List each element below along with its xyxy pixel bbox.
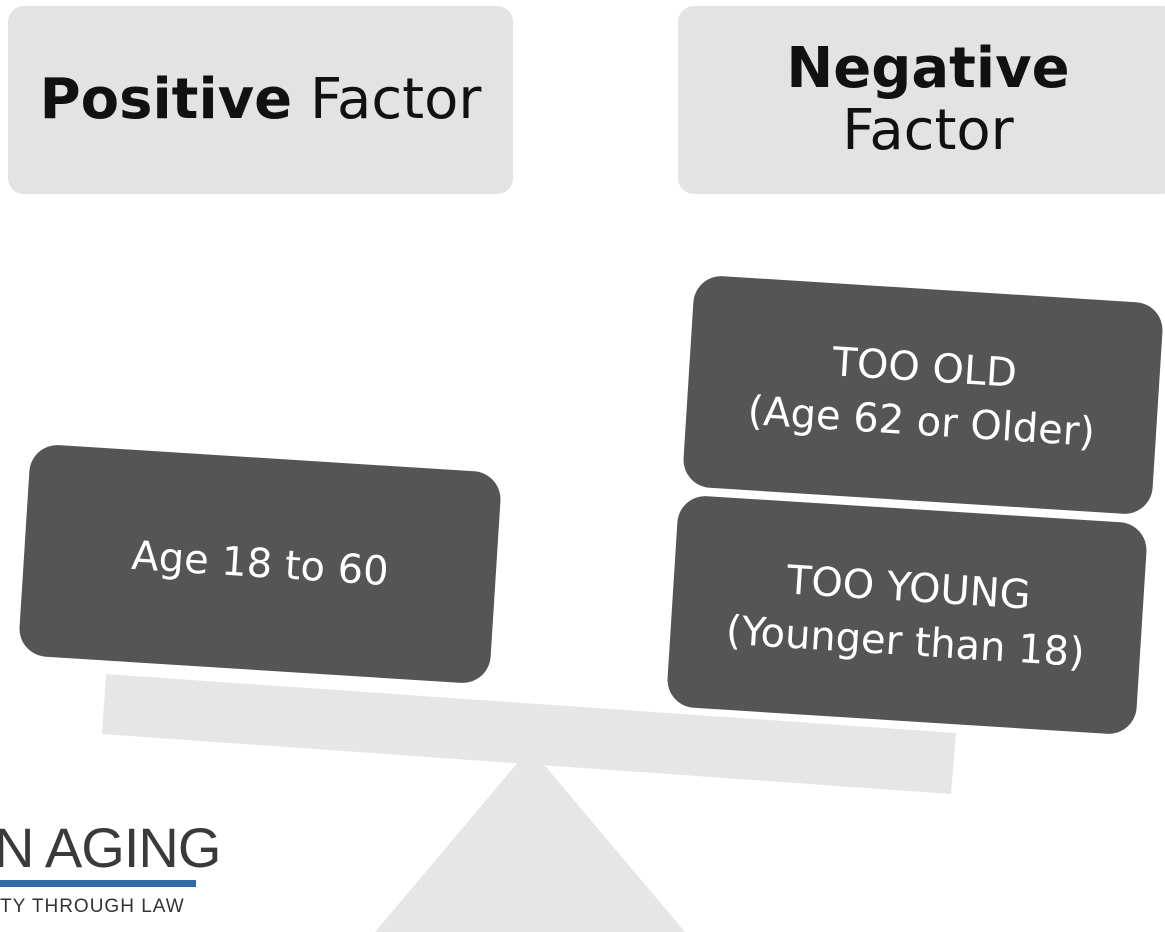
negative-factor-header: Negative Factor: [678, 6, 1165, 194]
positive-weight-text: Age 18 to 60: [130, 532, 390, 596]
positive-header-normal: Factor: [309, 67, 482, 132]
fulcrum-triangle: [375, 748, 685, 932]
negative-header-normal: Factor: [842, 98, 1014, 163]
positive-factor-header: Positive Factor: [8, 6, 513, 194]
logo-name: N AGING: [0, 816, 221, 879]
positive-header-bold: Positive: [39, 67, 293, 132]
too-young-weight-box: TOO YOUNG (Younger than 18): [665, 494, 1149, 736]
logo-underline: [0, 880, 196, 887]
too-old-weight-box: TOO OLD (Age 62 or Older): [681, 274, 1165, 516]
logo-tagline: TY THROUGH LAW: [0, 896, 185, 917]
positive-weight-box: Age 18 to 60: [17, 443, 503, 685]
beam-bar: [102, 674, 956, 794]
negative-header-bold: Negative: [786, 36, 1070, 101]
